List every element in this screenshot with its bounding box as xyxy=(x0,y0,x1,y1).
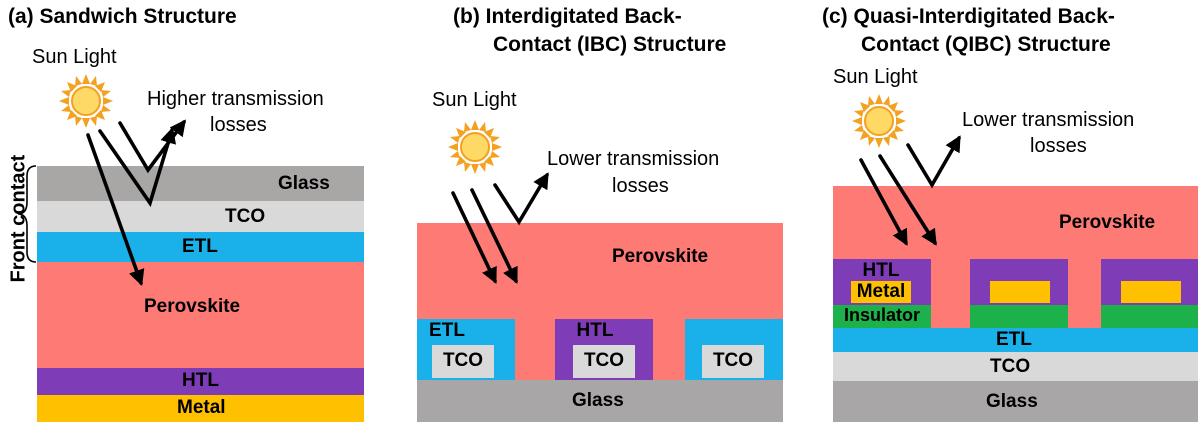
panel-b-light-arrows xyxy=(451,172,549,284)
panel-a-loss-text-1: Higher transmission xyxy=(147,88,324,110)
panel-b-title-line-2: Contact (IBC) Structure xyxy=(493,33,727,56)
panel-c-metal-block-3 xyxy=(1121,281,1181,303)
panel-c-htl-label: HTL xyxy=(862,260,900,281)
panel-b-tco-3 xyxy=(702,345,764,378)
panel-c-metal-label: Metal xyxy=(856,281,906,302)
panel-c-tco-label: TCO xyxy=(990,356,1031,377)
panel-b-sun-icon xyxy=(447,119,503,175)
panel-c-etl-label: ETL xyxy=(996,329,1032,350)
panel-b-glass-layer xyxy=(417,380,783,422)
panel-a-loss-text-2: losses xyxy=(210,114,267,136)
panel-c-perovskite-label: Perovskite xyxy=(1059,212,1156,233)
panel-b-loss-text-1: Lower transmission xyxy=(547,148,720,170)
panel-a-metal-label: Metal xyxy=(177,397,226,418)
panel-c-insulator-block-1 xyxy=(833,305,931,328)
panel-a-glass-label: Glass xyxy=(278,173,330,194)
panel-b-tco-2-label: TCO xyxy=(583,350,625,371)
panel-a-htl-layer xyxy=(37,368,364,395)
panel-a-transmitted-ray xyxy=(86,133,145,287)
panel-b-glass-label: Glass xyxy=(572,390,624,411)
panel-b-sun-label: Sun Light xyxy=(432,89,517,111)
panel-a-etl-label: ETL xyxy=(182,236,218,257)
panel-c-ray-2 xyxy=(878,154,937,246)
panel-a-etl-layer xyxy=(37,232,364,262)
panel-c-sun-icon xyxy=(851,93,907,149)
panel-a-title: (a) Sandwich Structure xyxy=(8,5,237,28)
panel-c-glass-label: Glass xyxy=(986,391,1038,412)
panel-c-metal-block-1 xyxy=(851,281,911,303)
panel-c-glass-layer xyxy=(833,381,1198,422)
panel-b-ray-2 xyxy=(470,188,518,284)
panel-c-loss-text-2: losses xyxy=(1030,135,1087,157)
panel-a-perovskite-label: Perovskite xyxy=(144,296,241,317)
panel-b-tco-1 xyxy=(432,345,494,378)
panel-a-sun-icon xyxy=(58,73,114,129)
panel-a-metal-layer xyxy=(37,395,364,422)
panel-c-insulator-block-2 xyxy=(970,305,1068,328)
panel-a-htl-label: HTL xyxy=(182,370,219,391)
panel-c-ray-1 xyxy=(859,158,908,246)
panel-b-ray-1 xyxy=(451,191,497,284)
panel-c-insulator-block-3 xyxy=(1101,305,1198,328)
panel-a-glass-layer xyxy=(37,166,364,201)
panel-c-metal-block-2 xyxy=(990,281,1050,303)
panel-b-perovskite-label: Perovskite xyxy=(612,246,709,267)
panel-a-light-arrows xyxy=(86,119,186,287)
front-contact-brace xyxy=(17,165,37,263)
panel-a-perovskite-layer xyxy=(37,262,364,368)
panel-b-loss-text-2: losses xyxy=(612,175,669,197)
panel-b-htl-label: HTL xyxy=(576,320,614,341)
panel-b-etl-label: ETL xyxy=(429,320,465,341)
panel-c-light-arrows xyxy=(859,135,961,246)
panel-c-reflected-ray xyxy=(906,135,961,189)
panel-a-reflected-ray-2 xyxy=(118,119,186,174)
panel-c-tco-layer xyxy=(833,352,1198,381)
panel-b-title-line-1: (b) Interdigitated Back- xyxy=(453,5,682,28)
panel-c-title-line-2: Contact (QIBC) Structure xyxy=(861,33,1111,56)
panel-c-loss-text-1: Lower transmission xyxy=(962,109,1135,131)
panel-b-reflected-ray xyxy=(493,172,549,226)
panel-a-reflected-ray-1 xyxy=(98,126,177,208)
panel-b-tco-2 xyxy=(573,345,635,378)
panel-c-sun-label: Sun Light xyxy=(833,66,918,88)
panel-a-tco-label: TCO xyxy=(225,206,266,227)
panel-c-insulator-label: Insulator xyxy=(843,305,920,325)
panel-b-tco-1-label: TCO xyxy=(442,350,484,371)
panel-c-etl-layer xyxy=(833,328,1198,352)
panel-b-tco-3-label: TCO xyxy=(712,350,754,371)
panel-c-title-line-1: (c) Quasi-Interdigitated Back- xyxy=(822,5,1115,28)
panel-a-tco-layer xyxy=(37,201,364,232)
panel-a-sun-label: Sun Light xyxy=(32,46,117,68)
